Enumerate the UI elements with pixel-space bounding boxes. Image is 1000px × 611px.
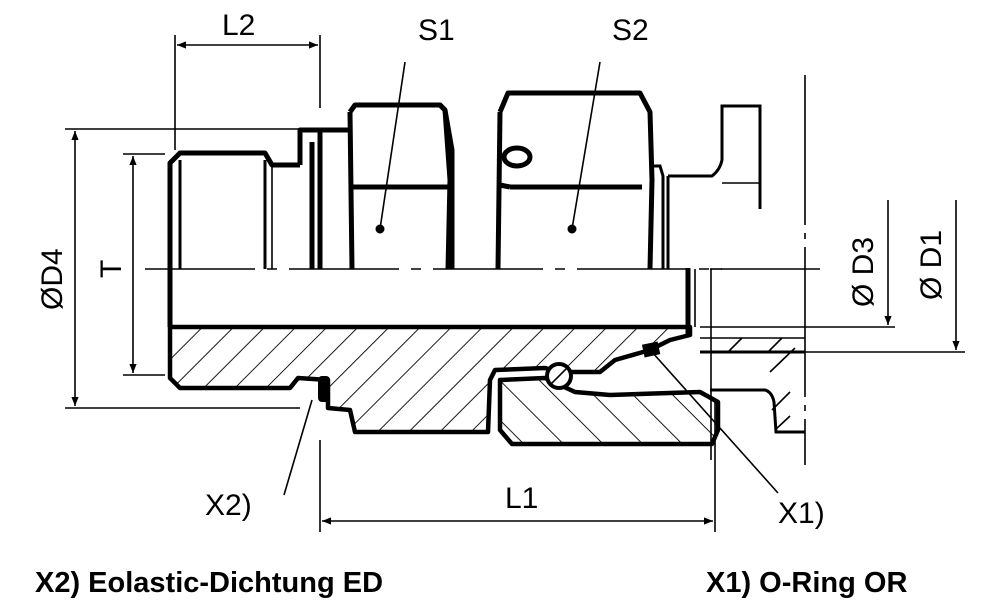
label-l1: L1 xyxy=(505,482,538,515)
dimension-s2: S2 xyxy=(567,14,649,234)
body-section xyxy=(167,324,693,435)
label-d4: ØD4 xyxy=(36,248,69,310)
dimension-d1: Ø D1 xyxy=(805,200,965,353)
fitting-outline xyxy=(167,90,762,460)
dimension-l2: L2 xyxy=(174,9,321,150)
cutting-ring-seal xyxy=(641,341,661,358)
dimension-l1: L1 xyxy=(319,400,716,532)
callout-x1: X1) xyxy=(651,351,825,530)
caption-x1-o-ring: X1) O-Ring OR xyxy=(706,567,907,599)
dimension-t: T xyxy=(95,153,165,376)
label-d3: Ø D3 xyxy=(847,237,880,307)
dimension-d3: Ø D3 xyxy=(700,200,895,328)
label-s1: S1 xyxy=(418,14,455,47)
elastic-seal-ed xyxy=(318,376,330,402)
tube-section xyxy=(700,337,805,434)
caption-x2-elastic-seal: X2) Eolastic-Dichtung ED xyxy=(35,567,383,599)
label-s2: S2 xyxy=(612,14,649,47)
dimension-d4: ØD4 xyxy=(36,128,305,409)
label-x2: X2) xyxy=(205,489,252,522)
label-x1: X1) xyxy=(778,497,825,530)
callout-x2: X2) xyxy=(205,399,313,522)
nut-section xyxy=(497,375,721,447)
label-l2: L2 xyxy=(222,9,255,42)
label-t: T xyxy=(95,260,128,278)
dimension-s1: S1 xyxy=(375,14,455,234)
label-d1: Ø D1 xyxy=(915,230,948,300)
